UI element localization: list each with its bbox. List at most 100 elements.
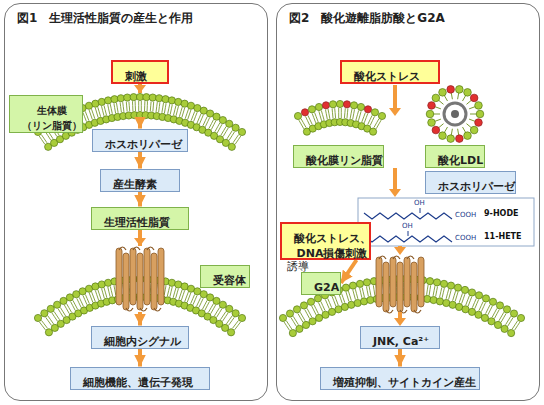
lipid-tail [54, 311, 56, 315]
lipid-tail [105, 292, 107, 297]
lipid-head [54, 301, 61, 308]
lipid-tail [144, 101, 145, 105]
lipid-head [428, 119, 436, 127]
lipid-tail [167, 291, 168, 297]
lipid-tail [373, 285, 375, 289]
lipid-tail [448, 289, 449, 293]
lipid-tail [492, 312, 495, 317]
lipid-head [349, 282, 356, 289]
lipid-tail [218, 123, 220, 127]
box-label: 刺激 [125, 69, 147, 84]
lipid-tail [312, 306, 314, 310]
lipid-tail [223, 132, 226, 137]
lipid-tail [141, 105, 142, 111]
lipid-tail [91, 297, 93, 302]
receptor-helix [418, 257, 424, 307]
lipid-tail [181, 295, 183, 300]
lipid-tail [199, 119, 201, 124]
lipid-tail [193, 111, 195, 115]
receptor-loop [140, 308, 147, 311]
lipid-tail [468, 301, 470, 306]
lipid-tail [69, 307, 72, 312]
lipid-tail [454, 291, 455, 295]
lipid-tail [362, 287, 364, 291]
lipid-head [213, 297, 220, 304]
lipid-tail [291, 318, 293, 322]
lipid-tail [360, 111, 361, 115]
lipid-head [456, 86, 464, 94]
lipid-tail [50, 134, 53, 139]
lipid-head [293, 306, 300, 313]
lipid-head [426, 110, 434, 118]
lipid-tail [170, 109, 171, 115]
lipid-tail [430, 285, 432, 289]
lipid-tail [299, 120, 301, 124]
receptor-helix [376, 257, 382, 307]
arrow-head [394, 247, 406, 255]
box-label: 受容体 [213, 273, 246, 288]
receptor-helix [130, 248, 136, 305]
lipid-head [232, 310, 239, 317]
lipid-head [226, 305, 233, 312]
lipid-head [360, 298, 367, 305]
lipid-tail [229, 321, 232, 326]
lipid-head [308, 106, 315, 113]
lipid-tail [443, 288, 445, 292]
receptor-helix [397, 262, 403, 312]
lipid-tail [307, 308, 309, 312]
lipid-tail [197, 301, 199, 306]
lipid-tail [48, 321, 51, 326]
lipid-head [294, 112, 301, 119]
lipid-tail [181, 107, 182, 111]
lipid-tail [343, 297, 345, 302]
receptor-loop [386, 310, 393, 313]
receptor-label-box: 受容体 [200, 265, 250, 288]
lipid-tail [440, 287, 442, 291]
lipid-tail [103, 110, 104, 116]
lipid-tail [173, 292, 175, 297]
lipid-tail [60, 307, 62, 311]
lipid-tail [189, 293, 191, 297]
lipid-tail [93, 113, 95, 118]
lipid-tail [158, 107, 160, 113]
lipid-tail [236, 135, 238, 139]
lipid-tail [461, 293, 462, 297]
lipid-tail [48, 135, 51, 140]
stimulus-box: 刺激 [111, 60, 169, 84]
lipid-head [447, 86, 455, 94]
lipid-tail [301, 119, 303, 123]
lipid-tail [41, 320, 44, 323]
receptor-helix [116, 248, 122, 305]
lipid-tail [46, 317, 49, 320]
lipid-tail [442, 292, 443, 298]
receptor-loop [414, 310, 421, 313]
lipid-tail [73, 300, 75, 304]
lipid-tail [223, 316, 226, 321]
lipid-head [232, 124, 239, 131]
lipid-tail [42, 140, 45, 145]
layout-arrows [134, 83, 406, 326]
lipid-tail [233, 138, 236, 143]
lipid-head [378, 112, 385, 119]
lipid-tail [321, 110, 322, 114]
lipid-tail [355, 289, 356, 293]
enzyme-box: ホスホリパーゼ [92, 129, 188, 152]
induction-label: 誘導 [287, 261, 309, 274]
lipid-tail [220, 309, 222, 313]
lipid-tail [168, 286, 170, 290]
lipid-tail [197, 118, 199, 123]
lipid-tail [314, 310, 317, 315]
lipid-tail [110, 286, 112, 290]
lipid-tail [168, 108, 169, 114]
arrow-shaft [393, 85, 397, 109]
lipid-tail [327, 303, 329, 308]
lipid-tail [107, 287, 109, 291]
lipid-tail [475, 303, 477, 308]
receptor-helix [137, 253, 143, 310]
lipid-head [367, 296, 374, 303]
lipid-head [475, 119, 483, 127]
lipid-tail [84, 116, 86, 121]
lipid-tail [232, 317, 235, 320]
box-label: 生理活性脂質 [104, 215, 170, 230]
